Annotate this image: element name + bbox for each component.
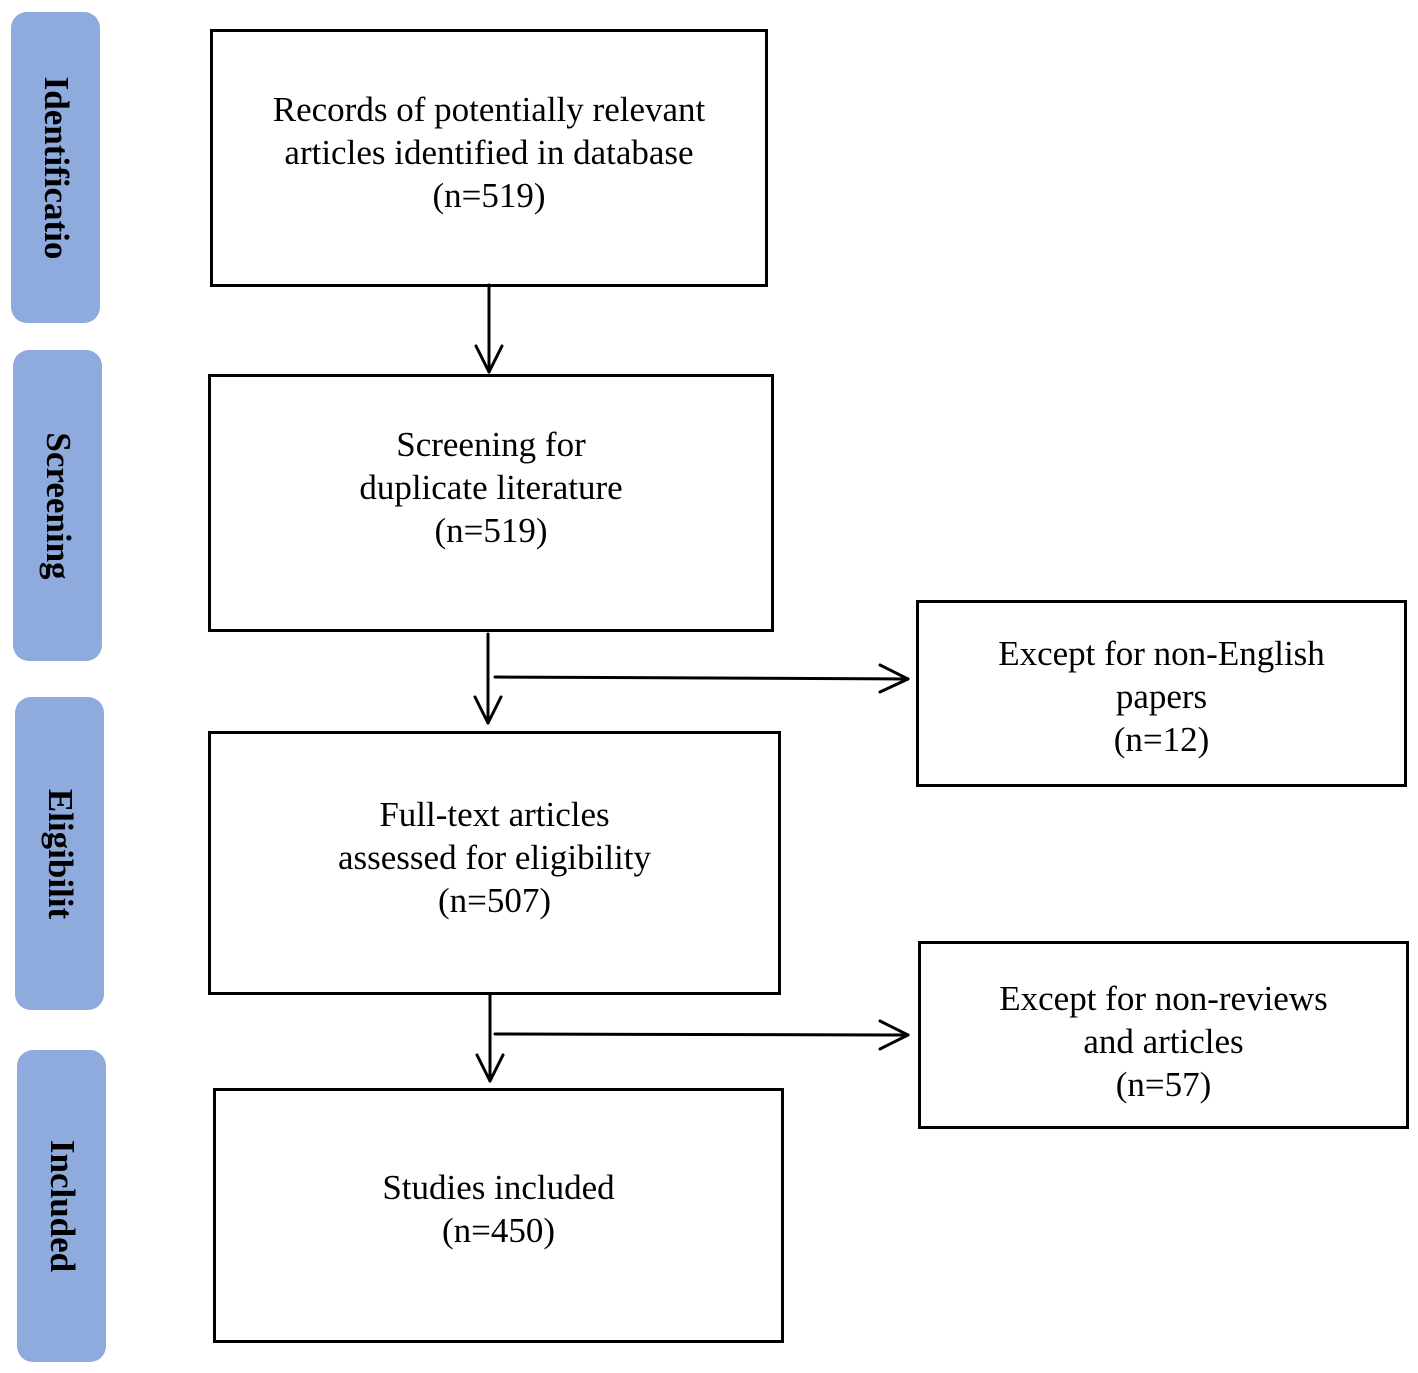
stage-identification-label: Identificatio [36,76,76,259]
excluded-type-count: (n=57) [1115,1065,1212,1104]
stage-identification: Identificatio [11,12,100,323]
records-line-1: Records of potentially relevant [272,90,706,129]
excluded-non-reviews-box: Except for non-reviews and articles (n=5… [918,941,1409,1129]
fulltext-text: Full-text articles assessed for eligibil… [211,793,778,922]
screening-count: (n=519) [434,511,548,550]
included-line-1: Studies included [382,1168,615,1207]
stage-eligibility-label: Eligibilit [40,788,80,919]
arrow-to-non-english [493,663,910,694]
stage-screening-label: Screening [38,431,78,580]
excluded-language-line-1: Except for non-English [998,634,1325,673]
fulltext-line-2: assessed for eligibility [337,838,651,877]
arrow-records-to-screening [474,283,504,374]
included-count: (n=450) [441,1211,556,1250]
excluded-type-line-2: and articles [1083,1022,1244,1061]
studies-included-text: Studies included (n=450) [216,1166,781,1252]
fulltext-count: (n=507) [437,881,552,920]
fulltext-box: Full-text articles assessed for eligibil… [208,731,781,995]
screening-box: Screening for duplicate literature (n=51… [208,374,774,632]
records-line-2: articles identified in database [284,133,694,172]
stage-included: Included [17,1050,106,1362]
records-identified-text: Records of potentially relevant articles… [213,88,765,217]
arrow-to-non-reviews [493,1019,910,1051]
stage-screening: Screening [13,350,102,661]
screening-line-2: duplicate literature [359,468,623,507]
screening-line-1: Screening for [396,425,586,464]
excluded-type-line-1: Except for non-reviews [999,979,1328,1018]
arrow-fulltext-to-included [475,993,505,1083]
excluded-non-english-text: Except for non-English papers (n=12) [919,632,1404,761]
studies-included-box: Studies included (n=450) [213,1088,784,1343]
stage-included-label: Included [42,1139,82,1273]
screening-text: Screening for duplicate literature (n=51… [211,423,771,552]
stage-eligibility: Eligibilit [15,697,104,1010]
fulltext-line-1: Full-text articles [379,795,610,834]
excluded-non-reviews-text: Except for non-reviews and articles (n=5… [921,977,1406,1106]
excluded-language-count: (n=12) [1113,720,1210,759]
excluded-language-line-2: papers [1115,677,1208,716]
records-count: (n=519) [432,176,546,215]
records-identified-box: Records of potentially relevant articles… [210,29,768,287]
arrow-screening-to-fulltext [473,632,503,725]
excluded-non-english-box: Except for non-English papers (n=12) [916,600,1407,787]
